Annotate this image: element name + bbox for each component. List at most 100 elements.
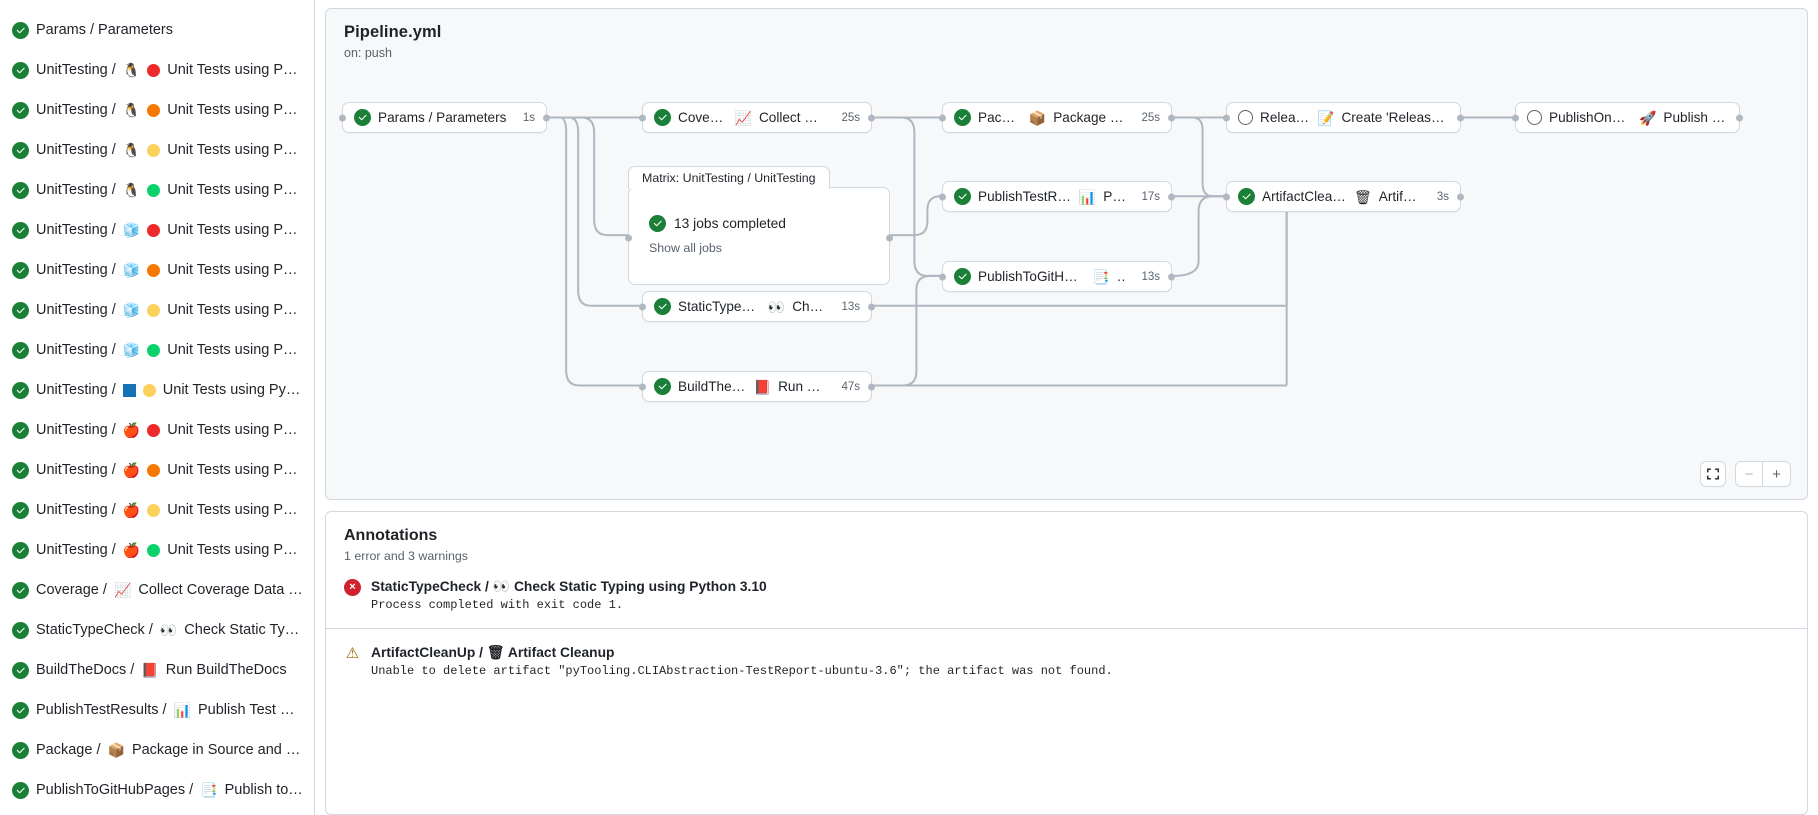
sidebar-job-item[interactable]: UnitTesting / 🐧Unit Tests using Pyth…	[0, 90, 314, 130]
workflow-title: Pipeline.yml	[344, 23, 442, 41]
sidebar-job-prefix: StaticTypeCheck /	[36, 622, 153, 638]
package-icon: 📦	[107, 742, 125, 758]
graph-node-emoji-icon: 📕	[753, 378, 772, 395]
graph-node[interactable]: ArtifactCleanUp / 🗑Artifac…3s	[1223, 181, 1464, 212]
graph-node-label: PublishToGitHubPages /	[978, 269, 1085, 284]
graph-node[interactable]: Coverage / 📈Collect Cove…25s	[639, 102, 875, 133]
node-connector-pin	[1168, 114, 1175, 121]
sidebar-job-prefix: UnitTesting /	[36, 422, 116, 438]
sidebar-job-item[interactable]: UnitTesting / 🐧Unit Tests using Pyth…	[0, 170, 314, 210]
success-check-icon	[654, 298, 671, 315]
sidebar-job-prefix: UnitTesting /	[36, 262, 116, 278]
workflow-trigger: on: push	[344, 46, 392, 60]
sidebar-job-label: Unit Tests using Pyth…	[167, 302, 304, 318]
penguin-icon: 🐧	[122, 62, 141, 78]
sidebar-job-label: Unit Tests using Pyth…	[167, 102, 304, 118]
windows-cube-icon: 🧊	[122, 342, 141, 358]
graph-node-step-label: Collect Cove…	[758, 110, 827, 125]
sidebar-job-prefix: UnitTesting /	[36, 342, 116, 358]
node-connector-pin	[1223, 114, 1230, 121]
zoom-controls[interactable]: − +	[1700, 461, 1791, 487]
graph-canvas[interactable]: Params / Parameters1sCoverage / 📈Collect…	[326, 9, 1807, 499]
sidebar-job-item[interactable]: StaticTypeCheck / 👀Check Static Typing…	[0, 610, 314, 650]
success-check-icon	[12, 581, 29, 599]
sidebar-job-item[interactable]: Coverage / 📈Collect Coverage Data usi…	[0, 570, 314, 610]
graph-node-step-label: Create 'Release P…	[1341, 110, 1449, 125]
zoom-in-button[interactable]: +	[1772, 465, 1781, 483]
graph-node-duration: 17s	[1141, 190, 1160, 203]
sidebar-job-label: Check Static Typing…	[184, 622, 304, 638]
graph-node[interactable]: BuildTheDocs / 📕Run Buil…47s	[639, 371, 875, 402]
annotation-row[interactable]: × StaticTypeCheck / 👀 Check Static Typing…	[326, 563, 1807, 628]
graph-node[interactable]: PublishOnPyPI / 🚀Publish to …	[1512, 102, 1743, 133]
sidebar-job-prefix: PublishTestResults /	[36, 702, 167, 718]
graph-node-emoji-icon: 👀	[767, 298, 786, 315]
error-icon: ×	[344, 579, 361, 596]
node-connector-pin	[939, 114, 946, 121]
annotation-message: Unable to delete artifact "pyTooling.CLI…	[371, 664, 1113, 678]
sidebar-job-item[interactable]: PublishToGitHubPages / 📑Publish to G…	[0, 770, 314, 810]
sidebar-job-label: Unit Tests using Pyth…	[162, 382, 304, 398]
node-connector-pin	[1457, 193, 1464, 200]
sidebar-job-label: Publish Test Resu…	[198, 702, 304, 718]
success-check-icon	[654, 378, 671, 395]
annotation-emoji-icon: 🗑	[486, 644, 505, 660]
graph-node-emoji-icon: 🚀	[1638, 109, 1657, 126]
sidebar-job-item[interactable]: UnitTesting / 🍎Unit Tests using Pyth…	[0, 490, 314, 530]
zoom-stepper[interactable]: − +	[1735, 461, 1791, 487]
node-connector-pin	[886, 234, 893, 242]
workflow-graph-panel: Pipeline.yml on: push	[325, 8, 1808, 500]
sidebar-job-label: Params / Parameters	[36, 22, 173, 38]
annotation-message: Process completed with exit code 1.	[371, 598, 624, 612]
graph-node-label: PublishOnPyPI /	[1549, 110, 1632, 125]
node-connector-pin	[1168, 193, 1175, 200]
success-check-icon	[12, 141, 29, 159]
graph-node-emoji-icon: 📑	[1092, 268, 1110, 285]
graph-node-duration: 25s	[841, 111, 860, 124]
sidebar-job-item[interactable]: BuildTheDocs / 📕Run BuildTheDocs	[0, 650, 314, 690]
sidebar-job-item[interactable]: Params / Parameters	[0, 10, 314, 50]
sidebar-job-item[interactable]: PublishTestResults / 📊Publish Test Resu…	[0, 690, 314, 730]
sidebar-job-label: Run BuildTheDocs	[165, 662, 287, 678]
sidebar-job-item[interactable]: UnitTesting / 🧊Unit Tests using Pyth…	[0, 330, 314, 370]
show-all-jobs-link[interactable]: Show all jobs	[649, 241, 723, 255]
success-check-icon	[12, 621, 29, 639]
success-check-icon	[954, 109, 971, 126]
sidebar-job-item[interactable]: UnitTesting / Unit Tests using Pyth…	[0, 370, 314, 410]
zoom-out-button[interactable]: −	[1736, 462, 1763, 486]
node-connector-pin	[939, 273, 946, 280]
pages-icon: 📑	[200, 782, 218, 798]
success-check-icon	[12, 341, 29, 359]
success-check-icon	[12, 181, 29, 199]
graph-node[interactable]: StaticTypeCheck / 👀Chec…13s	[639, 291, 875, 322]
graph-node-emoji-icon: 🗑	[1353, 188, 1372, 205]
sidebar-job-item[interactable]: UnitTesting / 🐧Unit Tests using Pyth…	[0, 130, 314, 170]
fit-to-screen-button[interactable]	[1700, 461, 1726, 487]
sidebar-job-item[interactable]: UnitTesting / 🐧Unit Tests using Pyth…	[0, 50, 314, 90]
apple-icon: 🍎	[122, 422, 141, 438]
sidebar-job-prefix: UnitTesting /	[36, 302, 116, 318]
sidebar-job-item[interactable]: UnitTesting / 🍎Unit Tests using Pyth…	[0, 530, 314, 570]
graph-node[interactable]: Package / 📦Package in So…25s	[939, 102, 1175, 133]
python-version-dot	[147, 343, 161, 357]
sidebar-job-item[interactable]: UnitTesting / 🧊Unit Tests using Pyth…	[0, 210, 314, 250]
graph-node[interactable]: PublishTestResults / 📊Pu…17s	[939, 181, 1175, 212]
graph-node[interactable]: PublishToGitHubPages / 📑…13s	[939, 261, 1175, 292]
node-connector-pin	[639, 303, 646, 310]
annotation-body: StaticTypeCheck / 👀 Check Static Typing …	[371, 579, 767, 612]
sidebar-job-prefix: BuildTheDocs /	[36, 662, 135, 678]
node-connector-pin	[868, 383, 875, 390]
sidebar-job-item[interactable]: UnitTesting / 🧊Unit Tests using Pyth…	[0, 290, 314, 330]
sidebar-job-item[interactable]: Package / 📦Package in Source and Wh…	[0, 730, 314, 770]
graph-node[interactable]: Release / 📝Create 'Release P…	[1223, 102, 1464, 133]
sidebar-job-item[interactable]: UnitTesting / 🍎Unit Tests using Pyth…	[0, 450, 314, 490]
sidebar-job-item[interactable]: UnitTesting / 🧊Unit Tests using Pyth…	[0, 250, 314, 290]
sidebar-job-item[interactable]: UnitTesting / 🍎Unit Tests using Pyth…	[0, 410, 314, 450]
python-version-dot	[147, 143, 161, 157]
